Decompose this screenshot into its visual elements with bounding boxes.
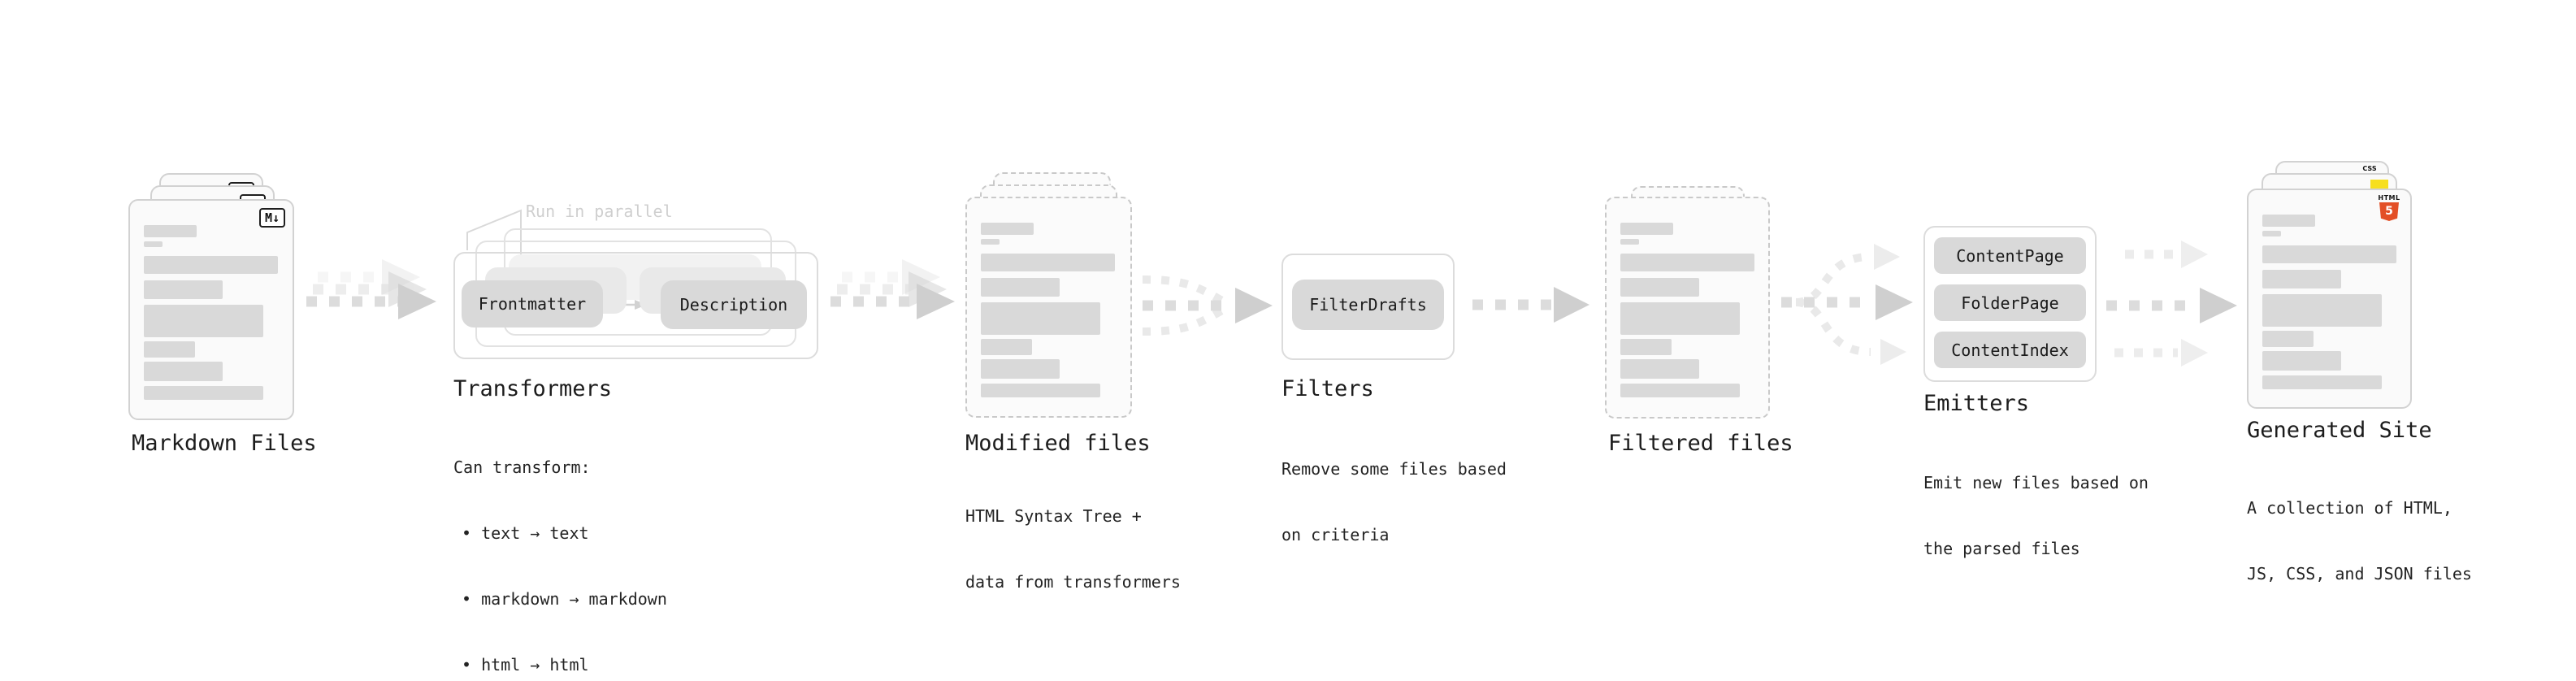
description-line: A collection of HTML, xyxy=(2247,498,2452,518)
description-bullet: • markdown → markdown xyxy=(462,589,667,609)
contentpage-step: ContentPage xyxy=(1934,237,2086,274)
html5-icon-shield: 5 xyxy=(2379,202,2399,221)
css-icon-label: CSS xyxy=(2362,165,2377,172)
doc-content-skeleton xyxy=(967,198,1130,416)
doc-text-line xyxy=(2262,231,2281,236)
filters-description: Remove some files based on criteria xyxy=(1281,414,1507,590)
doc-text-line xyxy=(2262,351,2341,371)
arrow-modified-to-filters xyxy=(1142,275,1273,336)
doc-text-line xyxy=(2262,270,2341,288)
html5-icon-number: 5 xyxy=(2385,205,2393,218)
generated-file-card-html: HTML 5 xyxy=(2247,189,2412,409)
frontmatter-step: Frontmatter xyxy=(462,280,603,327)
doc-content-skeleton xyxy=(1607,198,1768,417)
arrow-transformers-to-modified xyxy=(830,259,955,319)
description-line: HTML Syntax Tree + xyxy=(965,506,1142,526)
modified-file-card-front xyxy=(965,197,1132,418)
doc-text-line xyxy=(144,305,263,337)
emitters-description: Emit new files based on the parsed files xyxy=(1923,428,2149,604)
doc-text-line xyxy=(144,241,163,247)
doc-text-line xyxy=(144,256,278,274)
doc-text-line xyxy=(1620,302,1740,335)
doc-text-line xyxy=(981,278,1060,297)
markdown-files-label: Markdown Files xyxy=(132,431,317,456)
filters-label: Filters xyxy=(1281,376,1374,401)
doc-text-line xyxy=(981,254,1115,271)
html5-file-icon: HTML 5 xyxy=(2377,194,2401,221)
description-line: Emit new files based on xyxy=(1923,473,2149,492)
modified-files-label: Modified files xyxy=(965,431,1151,456)
description-line: Remove some files based xyxy=(1281,459,1507,479)
description-line: Can transform: xyxy=(453,458,591,477)
description-bullet: • html → html xyxy=(462,655,589,674)
arrow-filtered-to-emitters xyxy=(1781,244,1913,365)
description-line: on criteria xyxy=(1281,525,1390,544)
description-step: Description xyxy=(661,280,807,329)
doc-text-line xyxy=(981,339,1032,355)
doc-text-line xyxy=(981,239,1000,245)
description-bullet: • text → text xyxy=(462,523,589,543)
filters-box xyxy=(1281,254,1455,360)
run-in-parallel-note: Run in parallel xyxy=(526,202,673,221)
doc-text-line xyxy=(1620,359,1699,379)
markdown-icon: M↓ xyxy=(258,208,285,228)
arrow-markdown-to-transformers xyxy=(306,259,436,319)
generated-site-description: A collection of HTML, JS, CSS, and JSON … xyxy=(2247,453,2472,629)
js-file-icon xyxy=(2370,180,2388,189)
doc-text-line xyxy=(144,362,223,381)
description-line: data from transformers xyxy=(965,572,1181,592)
description-line: the parsed files xyxy=(1923,539,2080,558)
doc-text-line xyxy=(144,225,197,237)
filtered-files-label: Filtered files xyxy=(1608,431,1793,456)
doc-text-line xyxy=(981,359,1060,379)
doc-text-line xyxy=(2262,245,2396,263)
html5-icon-word: HTML xyxy=(2378,194,2400,202)
modified-files-description: HTML Syntax Tree + data from transformer… xyxy=(965,462,1181,637)
contentindex-step: ContentIndex xyxy=(1934,332,2086,368)
folderpage-step: FolderPage xyxy=(1934,284,2086,321)
emitters-box xyxy=(1923,226,2097,382)
doc-text-line xyxy=(2262,294,2382,327)
transformer-layer-box-front xyxy=(453,252,818,359)
doc-content-skeleton xyxy=(2249,190,2410,407)
doc-text-line xyxy=(1620,384,1740,397)
doc-content-skeleton xyxy=(130,201,293,419)
doc-text-line xyxy=(981,384,1100,397)
doc-text-line xyxy=(1620,223,1673,235)
generated-site-label: Generated Site xyxy=(2247,418,2432,443)
doc-text-line xyxy=(144,280,223,299)
doc-text-line xyxy=(981,223,1034,235)
doc-text-line xyxy=(1620,278,1699,297)
markdown-file-card-front: M↓ xyxy=(128,199,294,420)
emitters-label: Emitters xyxy=(1923,391,2030,416)
transformers-description: Can transform: • text → text • markdown … xyxy=(453,413,667,681)
doc-text-line xyxy=(1620,254,1754,271)
arrow-filters-to-filtered xyxy=(1472,287,1589,323)
doc-text-line xyxy=(144,386,263,400)
arrow-emitters-to-generated xyxy=(2106,241,2237,367)
description-line: JS, CSS, and JSON files xyxy=(2247,564,2472,583)
transformers-label: Transformers xyxy=(453,376,613,401)
doc-text-line xyxy=(2262,375,2382,389)
doc-text-line xyxy=(1620,339,1672,355)
doc-text-line xyxy=(144,341,195,358)
doc-text-line xyxy=(1620,239,1639,245)
doc-text-line xyxy=(981,302,1100,335)
doc-text-line xyxy=(2262,331,2314,347)
filterdrafts-step: FilterDrafts xyxy=(1292,280,1444,330)
filtered-file-card-front xyxy=(1605,197,1770,419)
doc-text-line xyxy=(2262,215,2315,227)
